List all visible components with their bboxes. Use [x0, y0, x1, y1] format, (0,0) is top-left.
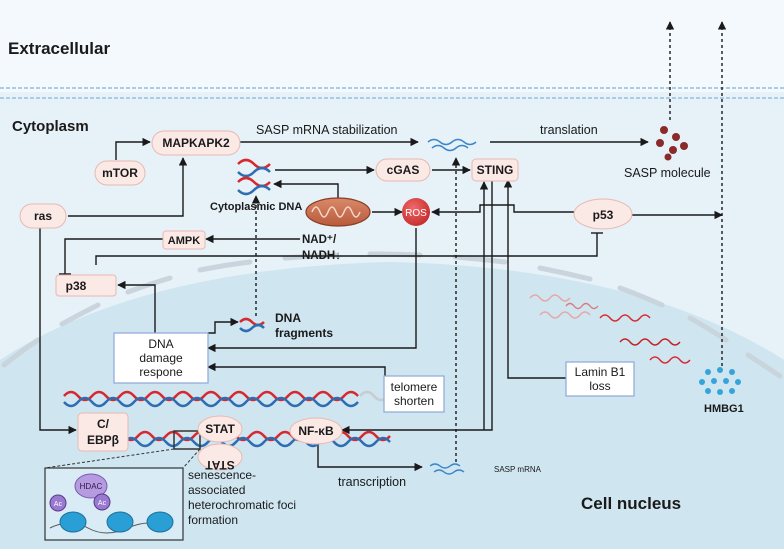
stat-dimer-node: STAT	[197, 443, 243, 472]
arrow-transcription	[317, 442, 423, 472]
ddr-box: DNA damage respone	[113, 332, 209, 384]
mapkapk2-node: MAPKAPK2	[151, 130, 241, 156]
ddr-line-3: respone	[139, 365, 183, 379]
sahf-line-1: senescence-	[188, 468, 256, 482]
cytoplasmic-dna-icon	[237, 158, 271, 196]
inhibit-p53-p38	[95, 233, 598, 265]
p38-label: p38	[66, 279, 87, 293]
sting-label: STING	[477, 163, 514, 177]
acetyl-label-2: Ac	[98, 500, 107, 507]
extracellular-background	[0, 0, 784, 92]
sahf-zoom-lines	[44, 448, 201, 469]
cytoplasmic-dna-label: Cytoplasmic DNA	[210, 201, 302, 213]
sahf-line-3: heterochromatic foci	[188, 498, 296, 512]
p53-node: p53	[573, 198, 633, 230]
arrow-ddr-p38	[117, 280, 156, 334]
sasp-mrna-stabilization-label: SASP mRNA stabilization	[256, 123, 398, 137]
hmbg1-icon	[699, 367, 741, 395]
acetyl-icon-1	[49, 494, 67, 512]
ras-node: ras	[19, 203, 67, 229]
histone-icons	[59, 511, 174, 533]
sasp-molecule-icon	[656, 126, 688, 161]
telomere-line-2: shorten	[394, 394, 434, 408]
telomere-box: telomere shorten	[383, 375, 445, 413]
mitochondria-icon	[305, 197, 371, 227]
nucleus-label: Cell nucleus	[581, 494, 681, 513]
sahf-line-4: formation	[188, 513, 238, 527]
stat-label: STAT	[205, 422, 235, 436]
dna-fragments-label-line1: DNA	[275, 311, 301, 325]
ras-label: ras	[34, 209, 52, 223]
arrow-ras-mapkapk2	[68, 157, 188, 217]
nad-label-line1: NAD⁺/	[302, 234, 337, 246]
arrow-sting-nfkb	[341, 180, 493, 435]
lamin-line-2: loss	[589, 379, 610, 393]
arrow-lamin-sting	[503, 179, 567, 379]
nad-label-line2: NADH↓	[302, 250, 341, 262]
arrow-mito-dna	[273, 179, 339, 200]
extracellular-label: Extracellular	[8, 39, 110, 58]
sasp-mrna-nucleus-icon	[429, 463, 465, 475]
arrow-p53-ros	[431, 204, 575, 217]
arrow-ros-ddr	[207, 228, 417, 353]
mapkapk2-label: MAPKAPK2	[162, 136, 230, 150]
ddr-line-2: damage	[139, 351, 183, 365]
ddr-line-1: DNA	[148, 337, 173, 351]
arrow-ddr-fragments	[208, 317, 239, 334]
translation-label: translation	[540, 123, 598, 137]
lamina-fragments-icon	[529, 294, 691, 364]
ampk-node: AMPK	[162, 230, 206, 250]
nfkb-node: NF-κB	[289, 417, 343, 445]
p53-label: p53	[593, 208, 614, 222]
ampk-label: AMPK	[168, 235, 200, 247]
sting-node: STING	[471, 158, 519, 182]
cebp-node: C/ EBPβ	[77, 412, 129, 452]
connectors	[39, 137, 723, 472]
telomere-line-1: telomere	[391, 380, 438, 394]
lamin-line-1: Lamin B1	[575, 365, 626, 379]
cebp-label-line1: C/	[97, 417, 110, 431]
dna-fragments-label-line2: fragments	[275, 326, 333, 340]
arrow-ras-cebp	[39, 228, 77, 435]
hmbg1-label: HMBG1	[704, 403, 744, 415]
acetyl-label-1: Ac	[54, 501, 63, 508]
chromatin-lower-icon	[109, 430, 391, 448]
cgas-label: cGAS	[387, 163, 420, 177]
mtor-label: mTOR	[102, 166, 138, 180]
nfkb-label: NF-κB	[298, 424, 334, 438]
mtor-node: mTOR	[94, 160, 146, 186]
dashed-connectors	[251, 21, 727, 462]
cebp-label-line2: EBPβ	[87, 433, 119, 447]
lamin-box: Lamin B1 loss	[565, 361, 635, 397]
sasp-mrna-label: SASP mRNA	[494, 465, 542, 474]
sasp-molecule-label: SASP molecule	[624, 166, 711, 180]
cytoplasm-label: Cytoplasm	[12, 118, 89, 135]
dna-fragments-icon	[239, 317, 265, 333]
acetyl-icon-2	[93, 493, 111, 511]
sasp-mrna-icon	[427, 138, 477, 152]
inhibit-ampk-p38	[64, 238, 165, 274]
hdac-icon	[74, 473, 108, 499]
ros-label: ROS	[405, 208, 427, 219]
transcription-label: transcription	[338, 475, 406, 489]
hdac-label: HDAC	[80, 482, 103, 491]
stat-node: STAT	[197, 415, 243, 443]
stat-dimer-label: STAT	[205, 458, 235, 472]
sahf-focus-box	[173, 430, 201, 450]
arrow-mtor-mapkapk2	[115, 137, 151, 160]
p38-node: p38	[55, 274, 117, 297]
sahf-line-2: associated	[188, 483, 245, 497]
cgas-node: cGAS	[375, 158, 431, 182]
ros-node	[402, 198, 430, 226]
